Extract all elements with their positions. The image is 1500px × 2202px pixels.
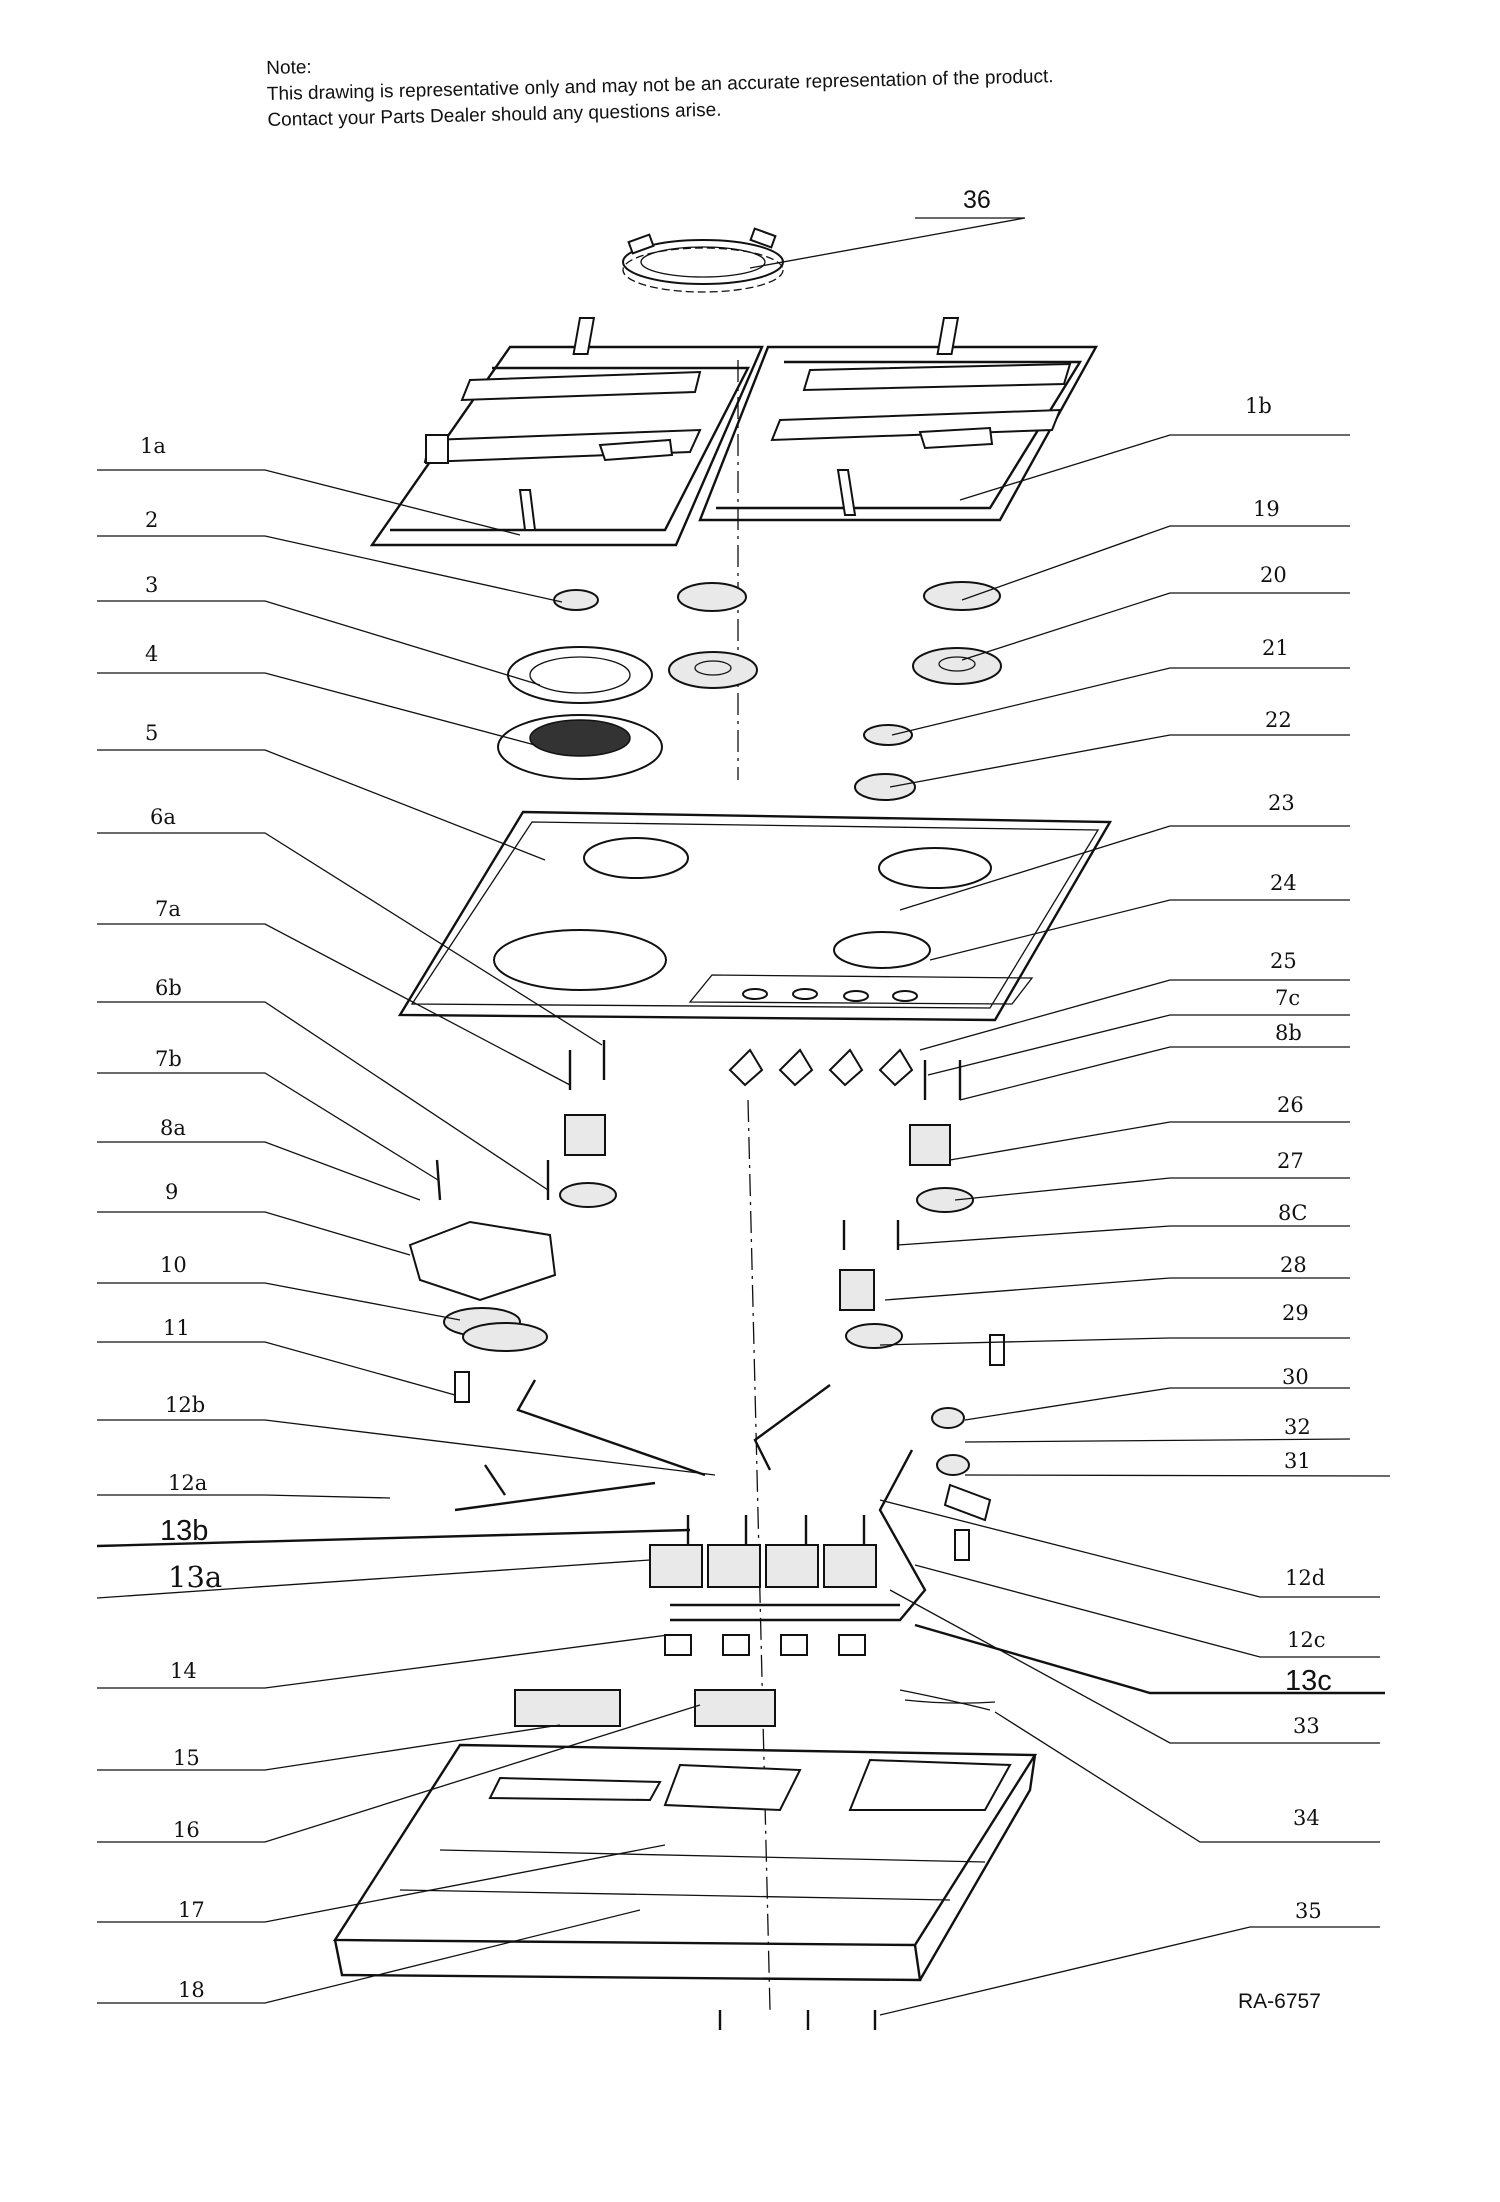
leader-lines-left <box>96 469 716 2004</box>
part-label-36: 36 <box>963 186 991 214</box>
part-label-23: 23 <box>1268 791 1295 815</box>
gas-valves-part <box>649 1515 877 1656</box>
part-label-2: 2 <box>145 508 158 532</box>
part-label-12d: 12d <box>1285 1566 1325 1590</box>
burner-body-right-part <box>839 1060 1005 1561</box>
part-label-13a: 13a <box>168 1560 222 1594</box>
part-label-32: 32 <box>1284 1415 1311 1439</box>
hob-top-plate-part <box>397 810 1113 1022</box>
part-label-10: 10 <box>160 1253 187 1277</box>
part-label-1b: 1b <box>1245 394 1272 418</box>
part-label-34: 34 <box>1293 1806 1320 1830</box>
burner-body-left-part <box>408 1040 617 1403</box>
part-label-7b: 7b <box>155 1047 182 1071</box>
part-label-5: 5 <box>145 721 158 745</box>
burner-components-part <box>497 581 1002 801</box>
part-label-7a: 7a <box>155 897 181 921</box>
electrical-parts-part <box>514 1689 996 1727</box>
part-label-6b: 6b <box>155 976 182 1000</box>
part-label-31: 31 <box>1284 1449 1311 1473</box>
part-label-29: 29 <box>1282 1301 1309 1325</box>
part-label-11: 11 <box>163 1316 190 1340</box>
part-label-17: 17 <box>178 1898 205 1922</box>
part-label-14: 14 <box>170 1659 197 1683</box>
part-label-13b: 13b <box>160 1515 208 1547</box>
part-label-21: 21 <box>1262 636 1289 660</box>
part-label-22: 22 <box>1265 708 1292 732</box>
part-label-13c: 13c <box>1285 1665 1332 1697</box>
part-label-8c: 8C <box>1278 1201 1307 1225</box>
part-label-8b: 8b <box>1275 1021 1302 1045</box>
part-label-4: 4 <box>145 642 158 666</box>
part-label-1a: 1a <box>140 434 166 458</box>
part-label-30: 30 <box>1282 1365 1309 1389</box>
part-label-7c: 7c <box>1275 986 1300 1010</box>
drawing-code: RA-6757 <box>1238 1990 1321 2013</box>
pan-support-left-part <box>369 317 764 547</box>
control-knobs-part <box>728 1048 914 1087</box>
part-label-25: 25 <box>1270 949 1297 973</box>
part-label-24: 24 <box>1270 871 1297 895</box>
base-tray-part <box>332 1743 1038 2030</box>
leader-lines-right <box>749 217 1391 2016</box>
part-label-35: 35 <box>1295 1899 1322 1923</box>
pan-support-right-part <box>698 317 1099 522</box>
part-label-15: 15 <box>173 1746 200 1770</box>
part-label-20: 20 <box>1260 563 1287 587</box>
part-label-9: 9 <box>165 1180 178 1204</box>
part-label-12c: 12c <box>1287 1628 1325 1652</box>
part-label-18: 18 <box>178 1978 205 2002</box>
part-label-33: 33 <box>1293 1714 1320 1738</box>
part-label-12a: 12a <box>168 1471 207 1495</box>
part-label-12b: 12b <box>165 1393 205 1417</box>
part-label-19: 19 <box>1253 497 1280 521</box>
part-label-28: 28 <box>1280 1253 1307 1277</box>
wok-ring-part <box>622 227 784 293</box>
gas-pipes-part <box>454 1379 927 1622</box>
part-label-16: 16 <box>173 1818 200 1842</box>
part-label-26: 26 <box>1277 1093 1304 1117</box>
part-label-6a: 6a <box>150 805 176 829</box>
part-label-3: 3 <box>145 573 158 597</box>
part-label-27: 27 <box>1277 1149 1304 1173</box>
part-label-8a: 8a <box>160 1116 186 1140</box>
